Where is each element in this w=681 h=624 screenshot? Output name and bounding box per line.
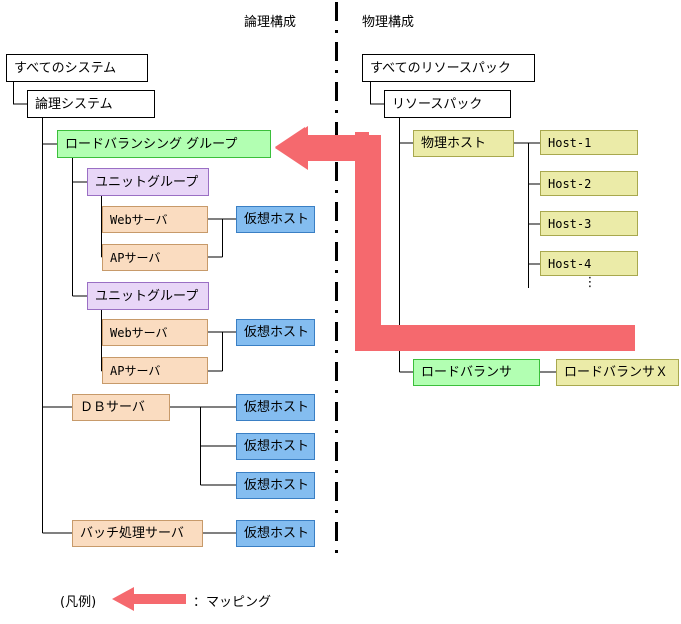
node-physical-host[interactable]: 物理ホスト xyxy=(413,130,514,157)
node-unit-group-1[interactable]: ユニットグループ xyxy=(87,168,209,196)
node-web-server-2[interactable]: Webサーバ xyxy=(102,319,208,346)
legend-label: (凡例) xyxy=(60,595,97,610)
node-host-4[interactable]: Host-4 xyxy=(540,251,638,276)
node-virtual-host-batch[interactable]: 仮想ホスト xyxy=(236,520,315,547)
node-ap-server-1[interactable]: APサーバ xyxy=(102,244,208,271)
physical-section-title: 物理構成 xyxy=(362,15,415,30)
legend-arrow-icon xyxy=(112,587,186,611)
node-virtual-host-db-2[interactable]: 仮想ホスト xyxy=(236,433,315,460)
logical-section-title: 論理構成 xyxy=(244,15,297,30)
node-unit-group-2[interactable]: ユニットグループ xyxy=(87,282,209,310)
node-batch-server[interactable]: バッチ処理サーバ xyxy=(72,520,203,547)
node-host-1[interactable]: Host-1 xyxy=(540,130,638,155)
node-load-balancing-group[interactable]: ロードバランシング グループ xyxy=(57,130,271,158)
node-logical-system[interactable]: 論理システム xyxy=(27,90,155,118)
node-load-balancer[interactable]: ロードバランサ xyxy=(413,359,540,386)
node-resource-pack[interactable]: リソースパック xyxy=(384,90,511,118)
node-web-server-1[interactable]: Webサーバ xyxy=(102,206,208,233)
node-host-3[interactable]: Host-3 xyxy=(540,211,638,236)
node-virtual-host-2[interactable]: 仮想ホスト xyxy=(236,319,315,346)
node-virtual-host-db-3[interactable]: 仮想ホスト xyxy=(236,472,315,499)
node-virtual-host-db-1[interactable]: 仮想ホスト xyxy=(236,394,315,421)
node-all-resource-packs[interactable]: すべてのリソースパック xyxy=(362,54,535,82)
node-load-balancer-x[interactable]: ロードバランサＸ xyxy=(556,359,679,386)
legend-description: ：マッピング xyxy=(193,595,272,610)
mapping-arrow xyxy=(275,126,635,351)
node-host-2[interactable]: Host-2 xyxy=(540,171,638,196)
node-virtual-host-1[interactable]: 仮想ホスト xyxy=(236,206,315,233)
node-ap-server-2[interactable]: APサーバ xyxy=(102,357,208,384)
node-all-systems[interactable]: すべてのシステム xyxy=(6,54,148,82)
host-ellipsis: ⋮ xyxy=(583,275,597,290)
node-db-server[interactable]: ＤＢサーバ xyxy=(72,394,170,421)
